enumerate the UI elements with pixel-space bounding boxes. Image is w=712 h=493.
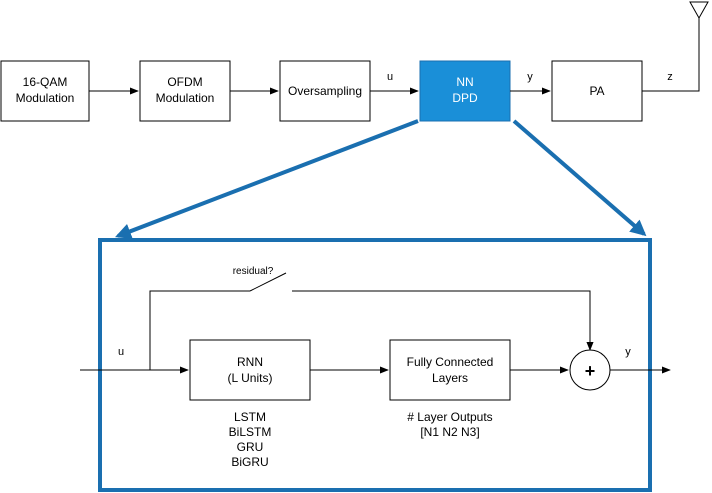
pa-block: PA <box>551 60 643 122</box>
rnn-line1: RNN <box>237 355 263 369</box>
antenna-icon <box>689 1 709 20</box>
wire-residual-start <box>149 290 250 370</box>
pa-label: PA <box>589 84 604 98</box>
residual-switch <box>249 272 287 292</box>
nn-dpd-line2: DPD <box>452 91 478 105</box>
detail-frame <box>98 238 652 492</box>
rnn-line2: (L Units) <box>228 371 273 385</box>
rnn-option: LSTM <box>234 410 266 424</box>
fc-line2: Layers <box>432 371 468 385</box>
ofdm-line1: OFDM <box>167 75 202 89</box>
signal-z-label: z <box>667 71 673 83</box>
signal-u-label: u <box>387 71 393 83</box>
oversampling-block: Oversampling <box>279 60 371 122</box>
nn-dpd-line1: NN <box>456 75 473 89</box>
sum-symbol: + <box>585 361 596 381</box>
nn-dpd-block: NN DPD <box>419 60 511 122</box>
rnn-block: RNN (L Units) <box>189 339 311 401</box>
fc-outputs-line1: # Layer Outputs <box>407 410 492 424</box>
rnn-option: BiGRU <box>231 455 268 469</box>
detail-input-label: u <box>118 346 124 358</box>
qam-line2: Modulation <box>16 91 75 105</box>
detail-output-label: y <box>625 346 631 358</box>
wire-pa-antenna <box>642 18 700 92</box>
sum-junction: + <box>569 349 611 391</box>
signal-y-label: y <box>527 71 533 83</box>
wire-residual-to-sum <box>292 290 594 351</box>
qam-line1: 16-QAM <box>23 75 68 89</box>
fc-block: Fully Connected Layers <box>389 339 511 401</box>
rnn-option: GRU <box>237 440 264 454</box>
ofdm-block: OFDM Modulation <box>139 60 231 122</box>
rnn-option: BiLSTM <box>229 425 272 439</box>
fc-line1: Fully Connected <box>407 355 494 369</box>
zoom-arrow-right <box>512 119 647 237</box>
residual-label: residual? <box>233 266 274 277</box>
fc-outputs-line2: [N1 N2 N3] <box>420 425 479 439</box>
ofdm-line2: Modulation <box>156 91 215 105</box>
oversampling-label: Oversampling <box>288 84 362 98</box>
zoom-arrow-left <box>115 119 419 239</box>
qam-block: 16-QAM Modulation <box>0 60 90 122</box>
